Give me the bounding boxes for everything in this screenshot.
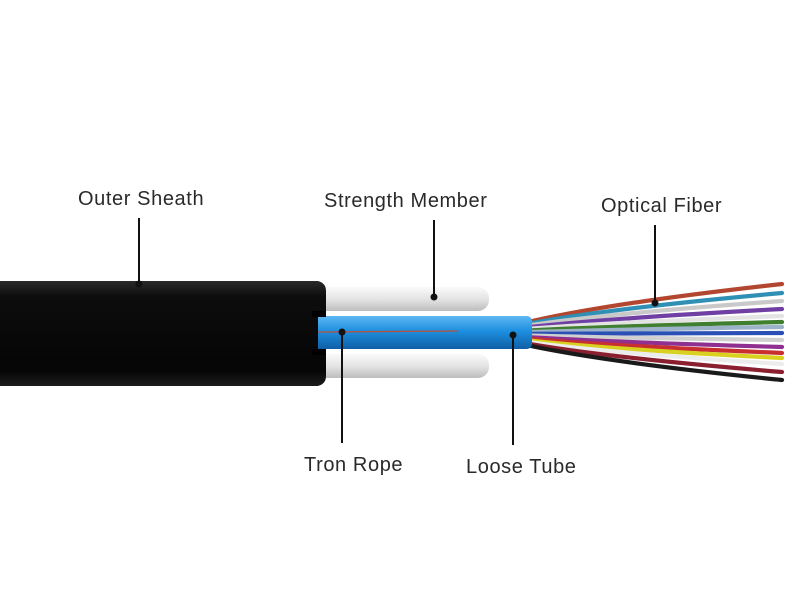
loose-tube — [300, 316, 532, 349]
leader-dot-outer-sheath — [135, 280, 143, 288]
fiber-strand — [517, 338, 785, 367]
leader-dot-optical-fiber — [651, 299, 659, 307]
optical-fibers — [517, 281, 785, 383]
strength-member-upper — [300, 287, 489, 311]
label-outer-sheath: Outer Sheath — [78, 188, 205, 210]
outer-sheath — [0, 281, 326, 386]
fiber-strand — [517, 306, 785, 331]
label-loose-tube: Loose Tube — [466, 456, 577, 478]
leader-dot-loose-tube — [509, 331, 517, 339]
fiber-strand — [517, 340, 785, 375]
fiber-strand — [517, 333, 785, 343]
fiber-strand — [517, 281, 785, 327]
fiber-strand — [517, 298, 785, 329]
label-strength-member: Strength Member — [324, 190, 488, 212]
fiber-strand — [517, 341, 785, 383]
label-tron-rope: Tron Rope — [304, 454, 404, 476]
leader-dot-tron-rope — [338, 328, 346, 336]
sheath-notch-lower — [312, 349, 326, 355]
sheath-notch-upper — [312, 311, 326, 317]
strength-member-lower — [300, 354, 489, 378]
leader-dot-strength-member — [430, 293, 438, 301]
label-optical-fiber: Optical Fiber — [601, 195, 723, 217]
fiber-strand — [517, 290, 785, 328]
fiber-strand — [517, 330, 785, 336]
